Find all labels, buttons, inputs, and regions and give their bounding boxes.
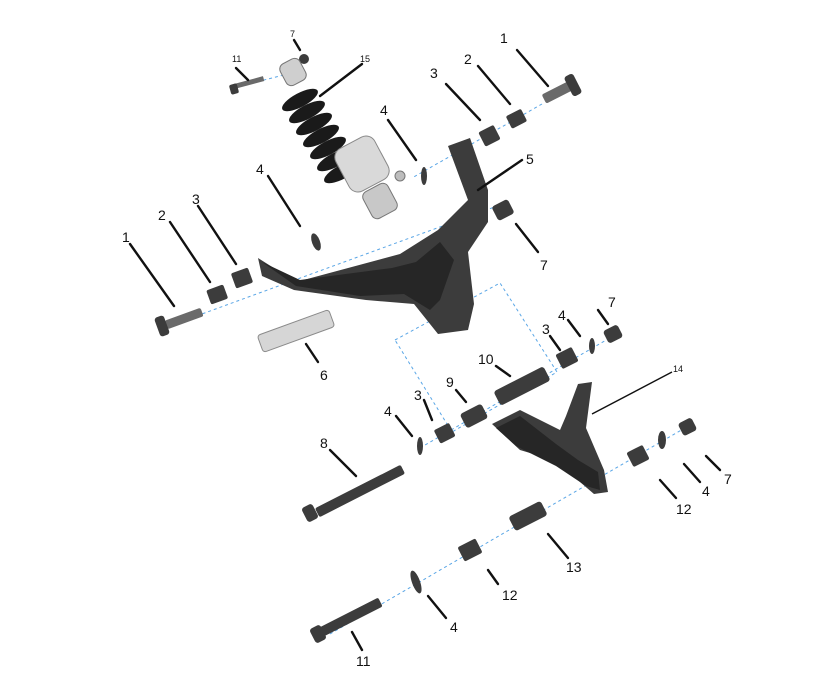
callout-12: 12 xyxy=(502,587,518,603)
callout-8: 8 xyxy=(320,435,328,451)
bolt-11-top xyxy=(229,76,265,95)
bushing-7-mid xyxy=(603,325,623,343)
bushing-9 xyxy=(460,404,488,428)
callout-7: 7 xyxy=(724,471,732,487)
callout-11: 11 xyxy=(356,653,371,669)
sleeve-10 xyxy=(494,367,550,405)
nut-7-top xyxy=(299,54,309,64)
spacer-12-low xyxy=(458,539,482,561)
washer-4-left xyxy=(311,233,321,251)
bushing-2-top xyxy=(506,109,527,129)
bushing-7-low xyxy=(678,418,697,436)
callout-11: 11 xyxy=(232,54,241,64)
callout-4: 4 xyxy=(450,619,458,635)
callout-6: 6 xyxy=(320,367,328,383)
callout-3: 3 xyxy=(192,191,200,207)
bushing-2-left xyxy=(206,284,228,305)
callout-3: 3 xyxy=(430,65,438,81)
washer-4-mid xyxy=(589,338,595,354)
callout-3: 3 xyxy=(542,321,550,337)
callout-5: 5 xyxy=(526,151,534,167)
upper-rocker-arm-5 xyxy=(258,138,488,334)
lower-rocker-arm-14 xyxy=(492,382,608,494)
bolt-8 xyxy=(302,465,405,522)
spacer-3-top xyxy=(478,125,500,147)
leader-lines xyxy=(128,38,722,652)
callout-7: 7 xyxy=(290,29,295,39)
callout-7: 7 xyxy=(608,294,616,310)
callout-3: 3 xyxy=(414,387,422,403)
callout-7: 7 xyxy=(540,257,548,273)
bolt-1-top xyxy=(542,73,582,103)
callout-13: 13 xyxy=(566,559,582,575)
callout-12: 12 xyxy=(676,501,692,517)
callout-15: 15 xyxy=(360,54,370,64)
callout-14: 14 xyxy=(673,364,683,374)
shock-absorber-15 xyxy=(279,57,406,220)
washer-4-bottom xyxy=(410,570,422,594)
bolt-11-bottom xyxy=(310,598,382,643)
callout-labels: 1 2 3 4 5 7 11 15 4 3 2 1 7 6 7 4 3 10 1… xyxy=(122,29,732,669)
callout-10: 10 xyxy=(478,351,494,367)
spacer-3-mid xyxy=(556,347,578,369)
callout-4: 4 xyxy=(256,161,264,177)
assembly-axes xyxy=(179,71,691,635)
callout-2: 2 xyxy=(158,207,166,223)
washer-4-low-right xyxy=(658,431,666,449)
callout-1: 1 xyxy=(122,229,130,245)
sleeve-13 xyxy=(509,501,547,531)
bushing-7-upper xyxy=(492,199,514,221)
callout-2: 2 xyxy=(464,51,472,67)
bolt-1-left xyxy=(154,308,204,337)
spacer-12-right xyxy=(627,445,649,467)
spacer-3-left xyxy=(231,267,253,289)
callout-4: 4 xyxy=(380,102,388,118)
callout-9: 9 xyxy=(446,374,454,390)
spacer-3-low xyxy=(434,423,455,444)
washer-4-low xyxy=(417,437,423,455)
washer-4-top xyxy=(421,167,427,185)
callout-4: 4 xyxy=(558,307,566,323)
callout-4: 4 xyxy=(384,403,392,419)
callout-1: 1 xyxy=(500,30,508,46)
callout-4: 4 xyxy=(702,483,710,499)
shaft-6 xyxy=(257,309,335,353)
